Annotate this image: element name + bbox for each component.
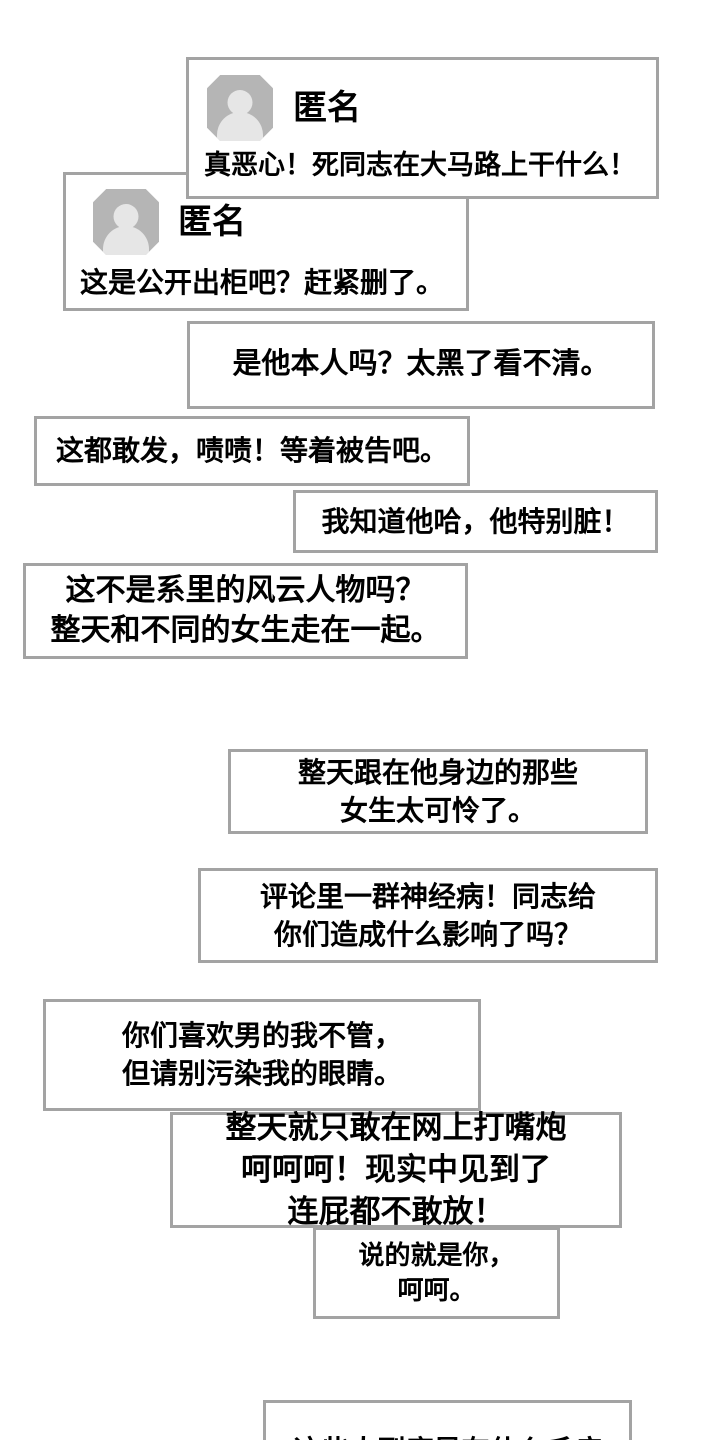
avatar-torso-shape bbox=[103, 226, 149, 255]
comment-bubble: 我知道他哈，他特别脏！ bbox=[293, 490, 658, 553]
comment-author: 匿名 bbox=[293, 89, 361, 127]
comment-text: 这不是系里的风云人物吗？ 整天和不同的女生走在一起。 bbox=[50, 573, 441, 648]
comment-text: 是他本人吗？太黑了看不清。 bbox=[232, 348, 610, 381]
comment-bubble: 说的就是你， 呵呵。 bbox=[313, 1227, 560, 1319]
comment-text: 真恶心！死同志在大马路上干什么！ bbox=[204, 150, 636, 180]
comment-header: 匿名 bbox=[93, 189, 246, 255]
comment-bubble: 你们喜欢男的我不管， 但请别污染我的眼睛。 bbox=[43, 999, 481, 1111]
comment-text: 你们喜欢男的我不管， 但请别污染我的眼睛。 bbox=[121, 1020, 402, 1089]
comment-bubble-cut-off: 这些人到底是有什么毛病 bbox=[263, 1400, 632, 1440]
avatar-torso-shape bbox=[217, 112, 263, 141]
comment-text: 我知道他哈，他特别脏！ bbox=[321, 505, 630, 537]
comment-text: 这是公开出柜吧？赶紧删了。 bbox=[80, 267, 445, 298]
avatar-head-shape bbox=[113, 204, 139, 229]
comment-bubble: 评论里一群神经病！同志给 你们造成什么影响了吗？ bbox=[198, 868, 658, 963]
comment-bubble: 整天跟在他身边的那些 女生太可怜了。 bbox=[228, 749, 648, 834]
comment-bubble: 这都敢发，啧啧！等着被告吧。 bbox=[34, 416, 470, 486]
comment-text: 整天就只敢在网上打嘴炮 呵呵呵！现实中见到了 连屁都不敢放！ bbox=[225, 1110, 567, 1229]
comment-bubble: 匿名 真恶心！死同志在大马路上干什么！ bbox=[186, 57, 659, 199]
comment-header: 匿名 bbox=[207, 75, 361, 141]
comment-bubble: 这不是系里的风云人物吗？ 整天和不同的女生走在一起。 bbox=[23, 563, 468, 659]
comment-author: 匿名 bbox=[178, 203, 246, 241]
anonymous-avatar-icon bbox=[93, 189, 159, 255]
comment-bubble: 整天就只敢在网上打嘴炮 呵呵呵！现实中见到了 连屁都不敢放！ bbox=[170, 1110, 622, 1229]
comment-text: 评论里一群神经病！同志给 你们造成什么影响了吗？ bbox=[259, 880, 596, 950]
comment-text: 这些人到底是有什么毛病 bbox=[293, 1432, 601, 1440]
comment-text: 整天跟在他身边的那些 女生太可怜了。 bbox=[297, 756, 578, 826]
avatar-head-shape bbox=[227, 90, 253, 115]
comment-text: 这都敢发，啧啧！等着被告吧。 bbox=[55, 435, 448, 467]
comment-text: 说的就是你， 呵呵。 bbox=[358, 1239, 515, 1305]
anonymous-avatar-icon bbox=[207, 75, 273, 141]
comment-bubble: 是他本人吗？太黑了看不清。 bbox=[187, 321, 655, 409]
